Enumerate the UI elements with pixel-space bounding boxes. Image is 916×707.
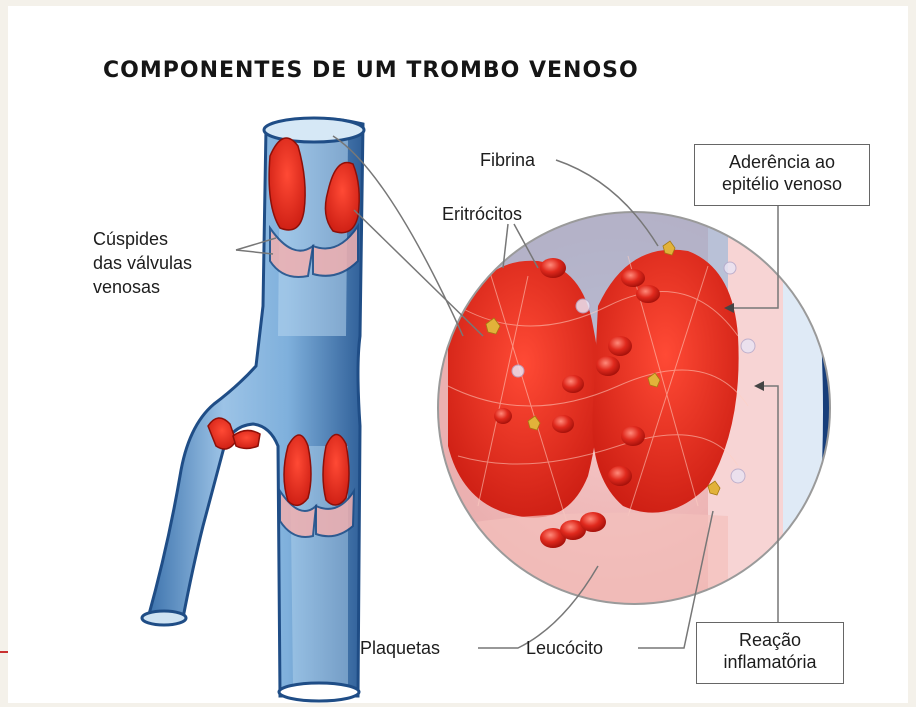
label-aderencia: Aderência ao epitélio venoso bbox=[694, 144, 870, 206]
label-reacao-line1: Reação bbox=[705, 629, 835, 651]
label-fibrina: Fibrina bbox=[480, 148, 535, 172]
label-cuspides: Cúspides das válvulas venosas bbox=[93, 227, 192, 299]
clot-lower-left bbox=[284, 435, 311, 505]
figure-page: COMPONENTES DE UM TROMBO VENOSO bbox=[8, 6, 908, 703]
magnified-view bbox=[428, 206, 848, 626]
label-cuspides-line1: Cúspides bbox=[93, 227, 192, 251]
label-cuspides-line3: venosas bbox=[93, 275, 192, 299]
label-eritrocitos: Eritrócitos bbox=[442, 202, 522, 226]
label-reacao: Reação inflamatória bbox=[696, 622, 844, 684]
label-cuspides-line2: das válvulas bbox=[93, 251, 192, 275]
thrombus-illustration bbox=[8, 6, 908, 703]
edge-mark bbox=[0, 651, 8, 653]
vein-drawing bbox=[142, 118, 364, 701]
label-reacao-line2: inflamatória bbox=[705, 651, 835, 673]
clot-lower-right bbox=[323, 434, 349, 505]
label-aderencia-line1: Aderência ao bbox=[703, 151, 861, 173]
label-aderencia-line2: epitélio venoso bbox=[703, 173, 861, 195]
clot-upper-left bbox=[269, 138, 305, 230]
label-plaquetas: Plaquetas bbox=[360, 636, 440, 660]
label-leucocito: Leucócito bbox=[526, 636, 603, 660]
